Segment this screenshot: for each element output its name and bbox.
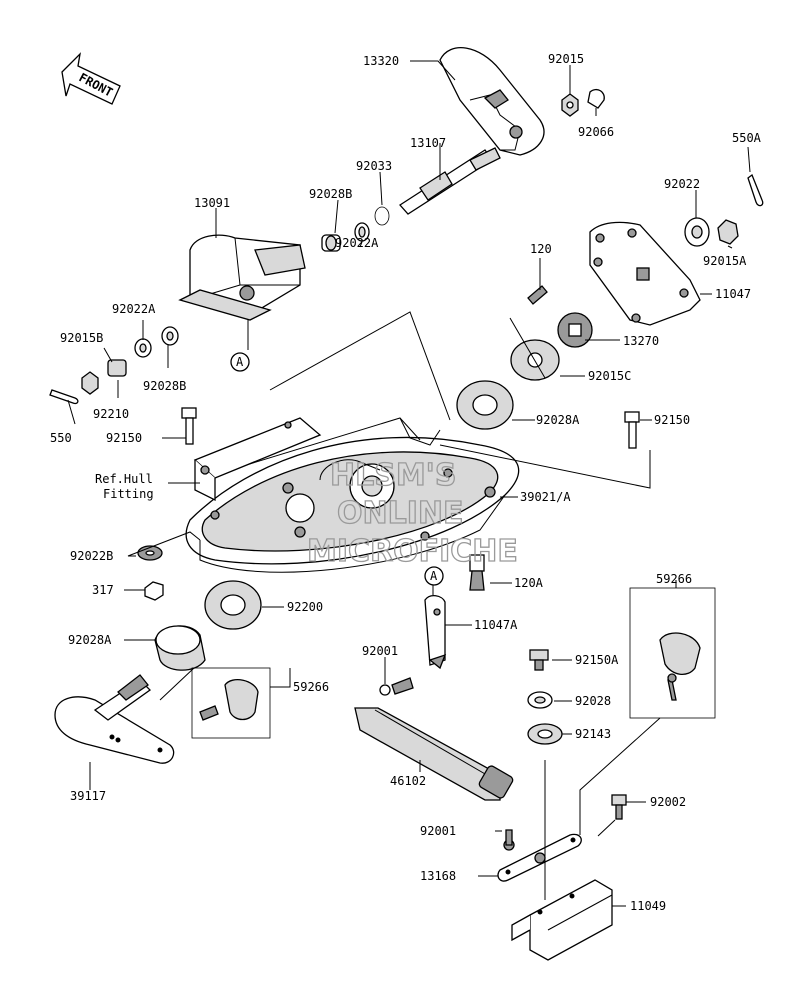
- label-13107: 13107: [410, 136, 446, 150]
- label-92150-left: 92150: [106, 431, 142, 445]
- label-13168: 13168: [420, 869, 456, 883]
- label-59266-left: 59266: [293, 680, 329, 694]
- part-92022a-upper: [354, 222, 370, 242]
- part-13270-plate: [557, 312, 593, 348]
- reference-marker-a-upper: A: [230, 352, 250, 372]
- part-92028b-upper: [321, 234, 341, 252]
- part-92028b-lower: [161, 326, 179, 346]
- watermark-line-1: HLSM'S: [330, 458, 456, 493]
- part-92015-nut: [561, 93, 579, 117]
- part-92015a-nut: [717, 219, 739, 245]
- part-92022a-lower: [134, 338, 152, 358]
- part-labels: 13320 92015 92066 550A 13107 92033 92028…: [50, 52, 762, 913]
- label-92143: 92143: [575, 727, 611, 741]
- part-92028-bush: [527, 691, 553, 709]
- part-39117-lever: [54, 674, 175, 764]
- hull-note-line-2: Fitting: [103, 487, 154, 501]
- part-11049-bracket: [511, 879, 613, 961]
- part-59266-box-right: [629, 587, 716, 719]
- label-120a: 120A: [514, 576, 544, 590]
- part-13320-lever: [439, 47, 545, 156]
- label-39117: 39117: [70, 789, 106, 803]
- label-92002: 92002: [650, 795, 686, 809]
- part-11047-plate: [589, 221, 701, 326]
- label-13270: 13270: [623, 334, 659, 348]
- part-92150a: [529, 649, 549, 671]
- label-550a: 550A: [732, 131, 762, 145]
- part-59266-box-left: [191, 667, 271, 739]
- label-13320: 13320: [363, 54, 399, 68]
- part-13107-shaft: [399, 147, 501, 215]
- part-13168-plate: [497, 833, 582, 882]
- label-39021a: 39021/A: [520, 490, 571, 504]
- label-92015c: 92015C: [588, 369, 631, 383]
- part-92001-ball-upper: [379, 677, 414, 696]
- part-92033-clip: [374, 206, 390, 226]
- watermark-line-3: MICROFICHE: [307, 534, 518, 569]
- label-92022: 92022: [664, 177, 700, 191]
- part-550a-cotter-pin: [747, 173, 764, 207]
- part-92143-collar: [527, 723, 563, 745]
- leader-lines: [67, 60, 751, 907]
- label-92210: 92210: [93, 407, 129, 421]
- label-92150-right: 92150: [654, 413, 690, 427]
- label-92033: 92033: [356, 159, 392, 173]
- label-92028: 92028: [575, 694, 611, 708]
- part-92015b-nut: [81, 371, 99, 395]
- reference-marker-a-lower: A: [424, 566, 444, 586]
- part-92028a-upper: [456, 380, 514, 430]
- label-92150a: 92150A: [575, 653, 619, 667]
- hull-note-line-1: Ref.Hull: [95, 472, 153, 486]
- label-92001-lower: 92001: [420, 824, 456, 838]
- label-92001-upper: 92001: [362, 644, 398, 658]
- reference-marker-a-lower-label: A: [430, 569, 438, 583]
- part-92150-bolt-left: [181, 407, 197, 445]
- part-92001-ball-lower: [503, 829, 515, 851]
- part-11047a-arm: [424, 595, 447, 670]
- part-92210-spring: [107, 359, 127, 377]
- part-317-nut: [144, 581, 164, 601]
- part-92002-bolt: [611, 794, 627, 820]
- label-11047: 11047: [715, 287, 751, 301]
- label-92022a-lower: 92022A: [112, 302, 156, 316]
- watermark: HLSM'S ONLINE MICROFICHE: [306, 457, 518, 569]
- part-92028a-lower: [154, 625, 206, 671]
- label-92028a-upper: 92028A: [536, 413, 580, 427]
- part-120-bolt: [527, 285, 548, 305]
- label-120: 120: [530, 242, 552, 256]
- label-317: 317: [92, 583, 114, 597]
- label-59266-right: 59266: [656, 572, 692, 586]
- part-92022-washer: [684, 217, 710, 247]
- label-92022b: 92022B: [70, 549, 113, 563]
- part-92066-collar: [587, 88, 605, 109]
- label-92028a-lower: 92028A: [68, 633, 112, 647]
- hull-bracket: [193, 417, 322, 502]
- label-92028b-lower: 92028B: [143, 379, 186, 393]
- watermark-line-2: ONLINE: [337, 496, 464, 531]
- part-92200-washer: [204, 580, 262, 630]
- label-13091: 13091: [194, 196, 230, 210]
- label-92028b-upper: 92028B: [309, 187, 352, 201]
- label-92022a-upper: 92022A: [335, 236, 379, 250]
- label-92200: 92200: [287, 600, 323, 614]
- label-92015b: 92015B: [60, 331, 103, 345]
- label-550: 550: [50, 431, 72, 445]
- label-92015a: 92015A: [703, 254, 747, 268]
- label-11049: 11049: [630, 899, 666, 913]
- label-46102: 46102: [390, 774, 426, 788]
- hull-fitting-plate: [185, 417, 520, 573]
- front-direction-arrow-icon: FRONT: [61, 52, 121, 105]
- label-11047a: 11047A: [474, 618, 518, 632]
- label-92066: 92066: [578, 125, 614, 139]
- part-13091-housing: [178, 234, 306, 321]
- label-92015: 92015: [548, 52, 584, 66]
- part-120a-bolt: [469, 554, 485, 591]
- part-92022b-washer: [137, 545, 163, 561]
- part-46102-rod: [354, 707, 514, 801]
- part-550-cotter-pin: [49, 389, 79, 405]
- reference-marker-a-upper-label: A: [236, 355, 244, 369]
- part-92150-bolt-right: [624, 411, 640, 449]
